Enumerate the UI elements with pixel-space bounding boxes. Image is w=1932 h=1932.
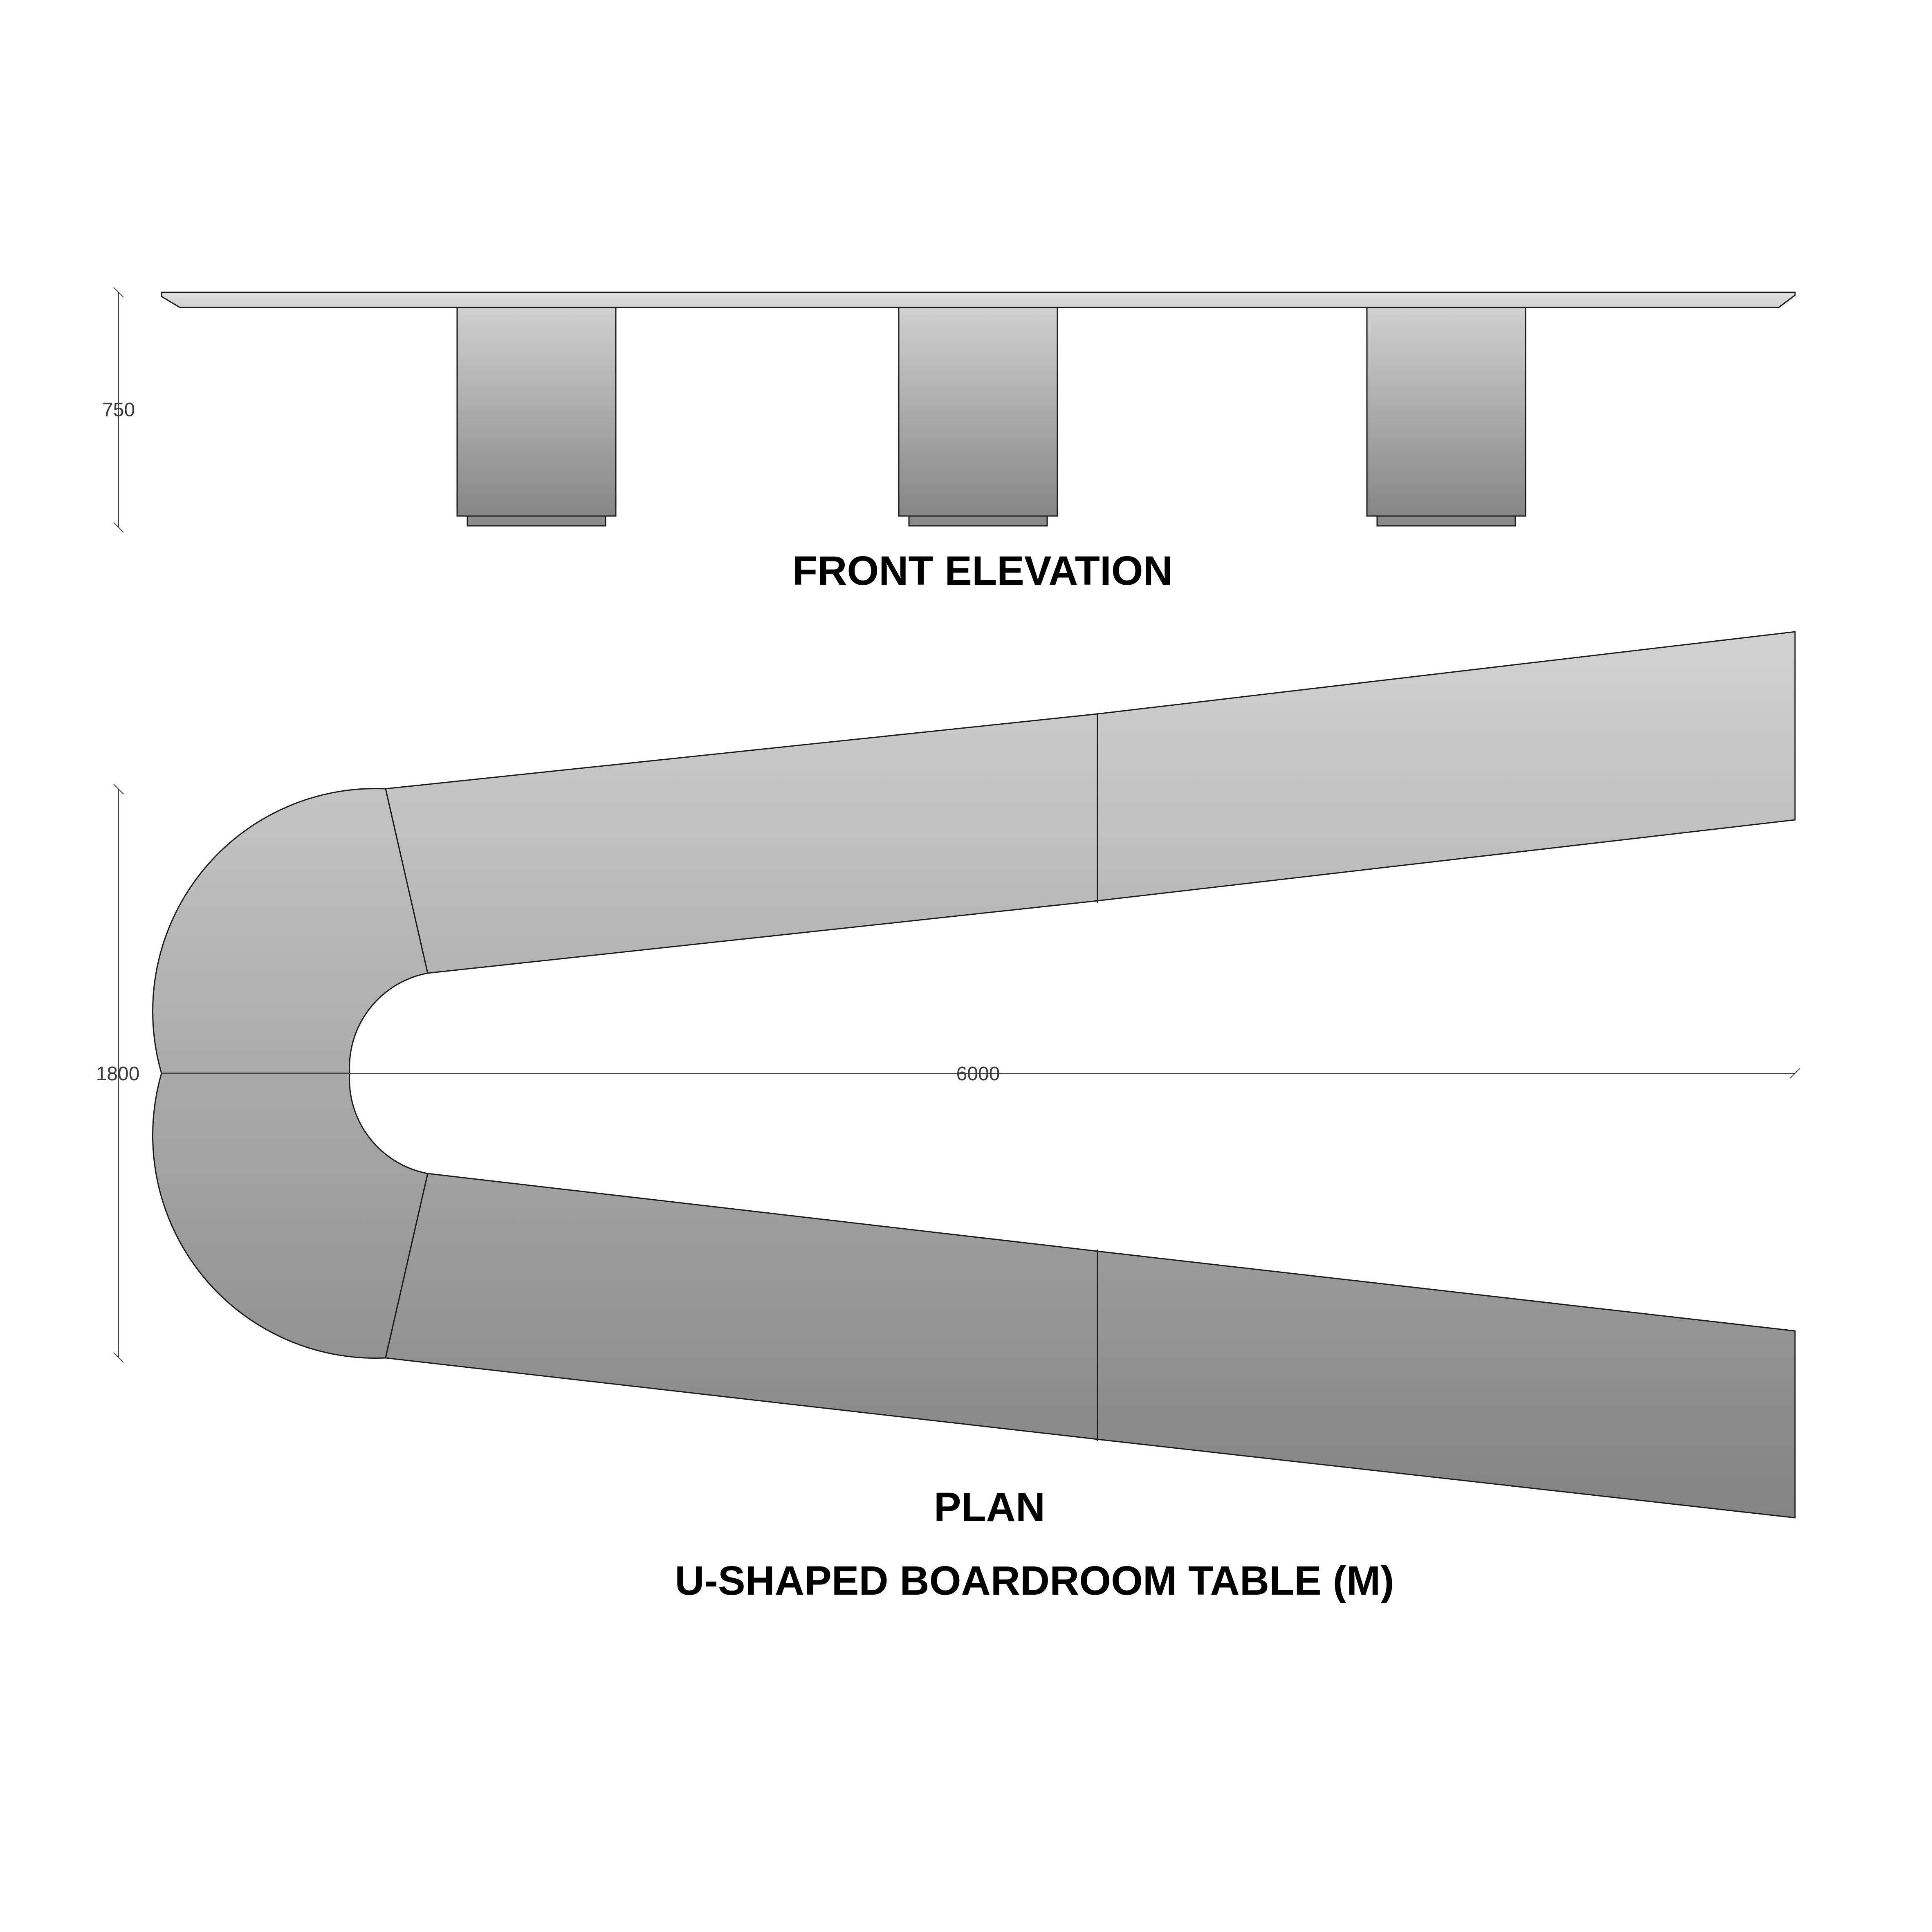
upper-arm-segment-inner [385, 713, 1098, 974]
front-elevation: 750 FRONT ELEVATION [102, 287, 1796, 594]
depth-dimension-label: 1800 [96, 1063, 140, 1085]
leg-plinth [467, 515, 606, 527]
height-dimension: 750 [102, 287, 135, 533]
leg-plinth [1376, 515, 1516, 527]
leg-body [1366, 307, 1526, 517]
leg-3 [1366, 307, 1526, 527]
curved-segment-lower [152, 1073, 429, 1359]
curved-segment-upper [152, 788, 429, 1074]
plan-view: 6000 1800 PLAN [96, 631, 1800, 1530]
leg-body [456, 307, 617, 517]
lower-arm-segment-inner [385, 1173, 1098, 1440]
leg-body [898, 307, 1058, 517]
lower-arm-segment-outer [1097, 1250, 1796, 1519]
drawing-title: U-SHAPED BOARDROOM TABLE (M) [675, 1558, 1394, 1604]
height-dimension-label: 750 [102, 399, 135, 421]
depth-dimension: 1800 [96, 784, 140, 1363]
width-dimension-label: 6000 [956, 1063, 1000, 1085]
upper-arm-segment-outer [1097, 631, 1796, 902]
width-dimension: 6000 [162, 1063, 1800, 1085]
leg-plinth [908, 515, 1048, 527]
leg-1 [456, 307, 617, 527]
front-elevation-title: FRONT ELEVATION [792, 548, 1173, 594]
leg-2 [898, 307, 1058, 527]
table-top [161, 292, 1796, 308]
plan-title: PLAN [934, 1484, 1045, 1530]
